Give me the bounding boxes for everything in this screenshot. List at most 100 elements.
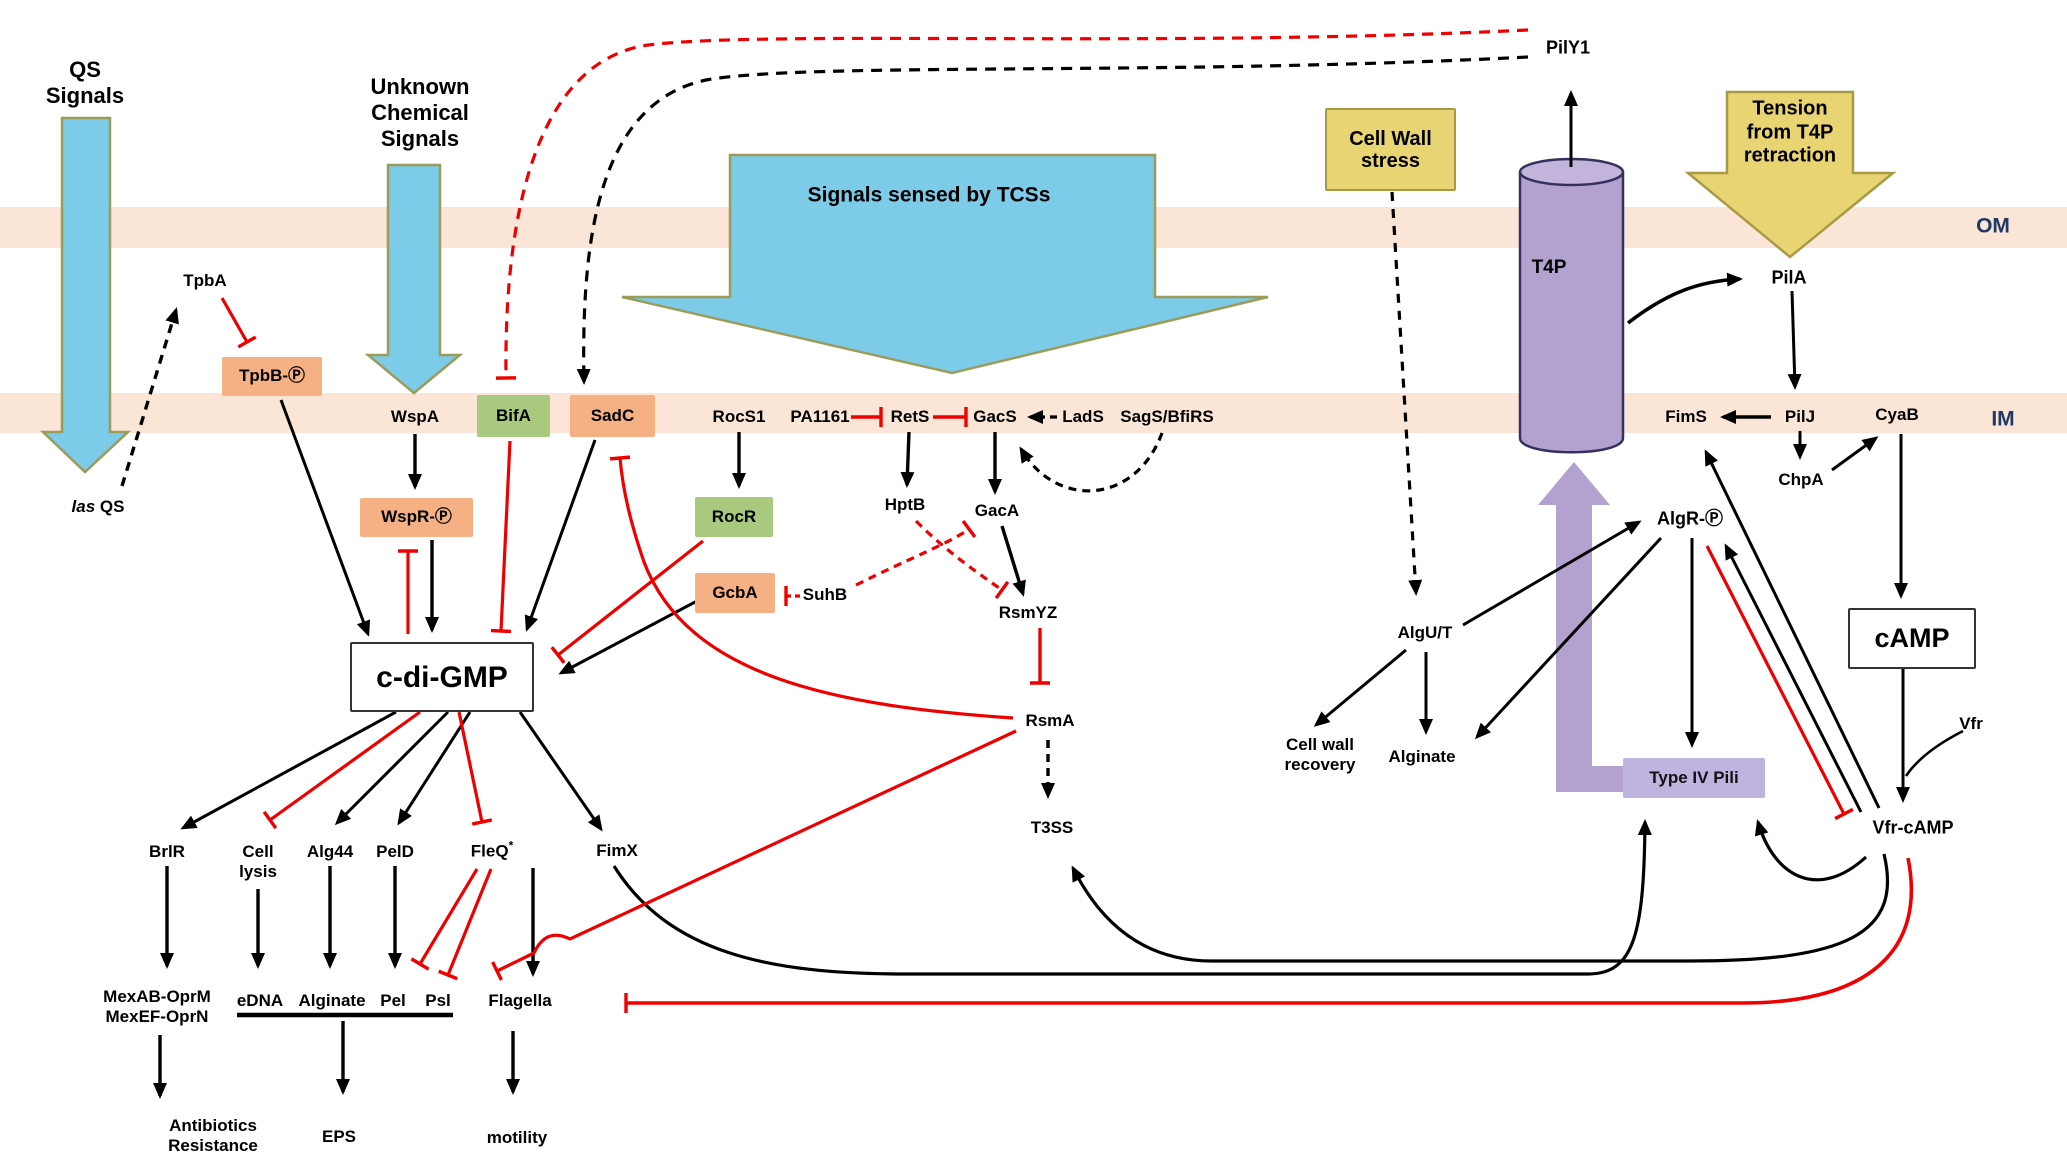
edge-rsma-inhibits-psl	[491, 729, 1017, 981]
node-cdigmp-box: c-di-GMP	[350, 642, 534, 712]
edge-vfrcamp-to-typeivpili	[1754, 819, 1868, 882]
node-sadc-box: SadC	[570, 395, 655, 437]
cell-wall-stress-box: Cell Wall stress	[1325, 108, 1456, 191]
edge-sadc-to-cdigmp	[524, 439, 597, 632]
edge-cdigmp-to-peld	[397, 711, 472, 826]
tcs-signals-label: Signals sensed by TCSs	[807, 183, 1051, 207]
node-peld: PelD	[376, 841, 414, 861]
node-edna: eDNA	[236, 990, 284, 1010]
edge-pila-to-pilj	[1787, 290, 1802, 390]
edge-vfrcamp-inhibits-flagella	[624, 857, 1914, 1013]
edge-sags-to-gacs	[1019, 432, 1164, 493]
tension-arrow-icon	[1684, 90, 1897, 259]
edge-rocr-inhibits-cdigmp	[550, 539, 704, 664]
tcs-signals-arrow-icon	[621, 153, 1269, 375]
edge-vfrcamp-to-fims	[1704, 449, 1881, 809]
las-italic: las	[71, 496, 96, 516]
edge-fimx-to-typeivpili	[612, 819, 1652, 976]
node-type-iv-pili-box: Type IV Pili	[1623, 758, 1765, 798]
edge-chpa-to-cyab	[1831, 436, 1879, 472]
edge-cdigmp-inhibits-celllysis	[262, 710, 421, 830]
node-chpa: ChpA	[1778, 469, 1824, 489]
edge-rsma-inhibits-sadc	[609, 455, 1014, 720]
node-cell-wall-recovery: Cell wall recovery	[1284, 734, 1356, 774]
edge-rets-to-hptb	[900, 431, 915, 488]
edge-tpbb-to-cdigmp	[279, 399, 371, 637]
node-pilj: PilJ	[1784, 406, 1816, 426]
node-hptb: HptB	[884, 494, 926, 514]
node-alginate-bottom: Alginate	[298, 990, 366, 1010]
node-fims: FimS	[1665, 406, 1707, 426]
node-lads: LadS	[1062, 406, 1104, 426]
node-rsmyz: RsmYZ	[998, 602, 1058, 622]
node-brlr: BrlR	[149, 841, 185, 861]
node-rets: RetS	[890, 406, 930, 426]
node-rocr-box: RocR	[695, 497, 773, 537]
edge-algr-inhibits-vfrcamp	[1705, 545, 1854, 821]
node-pel: Pel	[380, 990, 406, 1010]
edge-bifa-inhibits-cdigmp	[490, 440, 512, 634]
node-antibiotics-resistance: Antibiotics Resistance	[168, 1115, 258, 1155]
node-cyab: CyaB	[1875, 404, 1919, 424]
unknown-signals-arrow-icon	[364, 163, 464, 395]
outer-membrane-label: OM	[1976, 214, 2010, 238]
node-flagella: Flagella	[488, 990, 552, 1010]
tension-label: Tension from T4P retraction	[1743, 97, 1837, 167]
edge-suhb-inhibits-gaca	[855, 519, 977, 587]
edge-algut-to-algr	[1462, 520, 1642, 627]
edge-cellwallstress-to-algut	[1390, 191, 1423, 596]
node-t3ss: T3SS	[1030, 817, 1074, 837]
node-gacs: GacS	[973, 406, 1017, 426]
type-iv-pili-to-t4p-arrow-icon	[1538, 462, 1626, 792]
node-tpbb-box: TpbB-Ⓟ	[222, 357, 322, 396]
edge-vfr-join	[1904, 729, 1964, 777]
node-fleq: FleQ*	[471, 839, 513, 862]
edge-gaca-to-rsmyz	[1000, 525, 1026, 597]
node-pila: PilA	[1771, 267, 1807, 288]
node-eps: EPS	[321, 1126, 357, 1146]
node-algut: AlgU/T	[1397, 622, 1453, 642]
node-rocs1: RocS1	[712, 406, 766, 426]
edge-lasqs-to-tpba	[120, 307, 179, 487]
edge-fleq-inhibits-psl	[438, 868, 493, 981]
node-sags-bfirs: SagS/BfiRS	[1120, 406, 1214, 426]
node-pily1: PilY1	[1545, 37, 1591, 58]
inner-membrane-label: IM	[1991, 407, 2015, 431]
node-algr: AlgR-Ⓟ	[1657, 508, 1723, 529]
unknown-signals-label: Unknown Chemical Signals	[370, 74, 470, 151]
node-las-qs: las QS	[72, 497, 125, 517]
node-pa1161: PA1161	[790, 406, 850, 426]
node-fimx: FimX	[596, 840, 638, 860]
t4p-cylinder-icon	[1518, 172, 1625, 454]
node-wspa: WspA	[390, 406, 440, 426]
qs-signals-arrow-icon	[39, 116, 132, 474]
node-wspr-box: WspR-Ⓟ	[360, 498, 473, 537]
edge-pily1-to-sadc	[576, 55, 1529, 385]
edge-algr-to-alginate	[1474, 536, 1663, 740]
node-gaca: GacA	[974, 500, 1020, 520]
edge-pily1-inhibits-bifa	[495, 28, 1529, 380]
node-alg44: Alg44	[306, 841, 354, 861]
edge-vfrcamp-to-t3ss	[1071, 853, 1890, 963]
node-rsma: RsmA	[1025, 710, 1075, 730]
node-cell-lysis: Cell lysis	[239, 841, 277, 881]
edge-cdigmp-to-fimx	[518, 711, 603, 832]
edge-t4p-to-pila	[1626, 272, 1743, 325]
node-vfr: Vfr	[1959, 713, 1983, 733]
node-alginate-right: Alginate	[1388, 746, 1456, 766]
node-bifa-box: BifA	[477, 395, 550, 437]
edge-cdigmp-to-brlr	[180, 710, 397, 830]
node-t4p: T4P	[1531, 256, 1567, 278]
node-mex-pumps: MexAB-OprM MexEF-OprN	[103, 986, 211, 1026]
node-camp-box: cAMP	[1848, 608, 1976, 669]
edge-vfrcamp-to-algr	[1724, 543, 1863, 813]
node-gcba-box: GcbA	[695, 573, 775, 613]
edge-tpba-inhibits-tpbb	[220, 297, 257, 349]
las-rest: QS	[99, 496, 125, 516]
fleq-asterisk: *	[508, 838, 514, 853]
edge-algut-to-cellwallrecovery	[1313, 648, 1407, 727]
edge-fleq-inhibits-pel	[410, 868, 479, 971]
edge-hptb-inhibits-rsmyz	[914, 519, 1010, 600]
